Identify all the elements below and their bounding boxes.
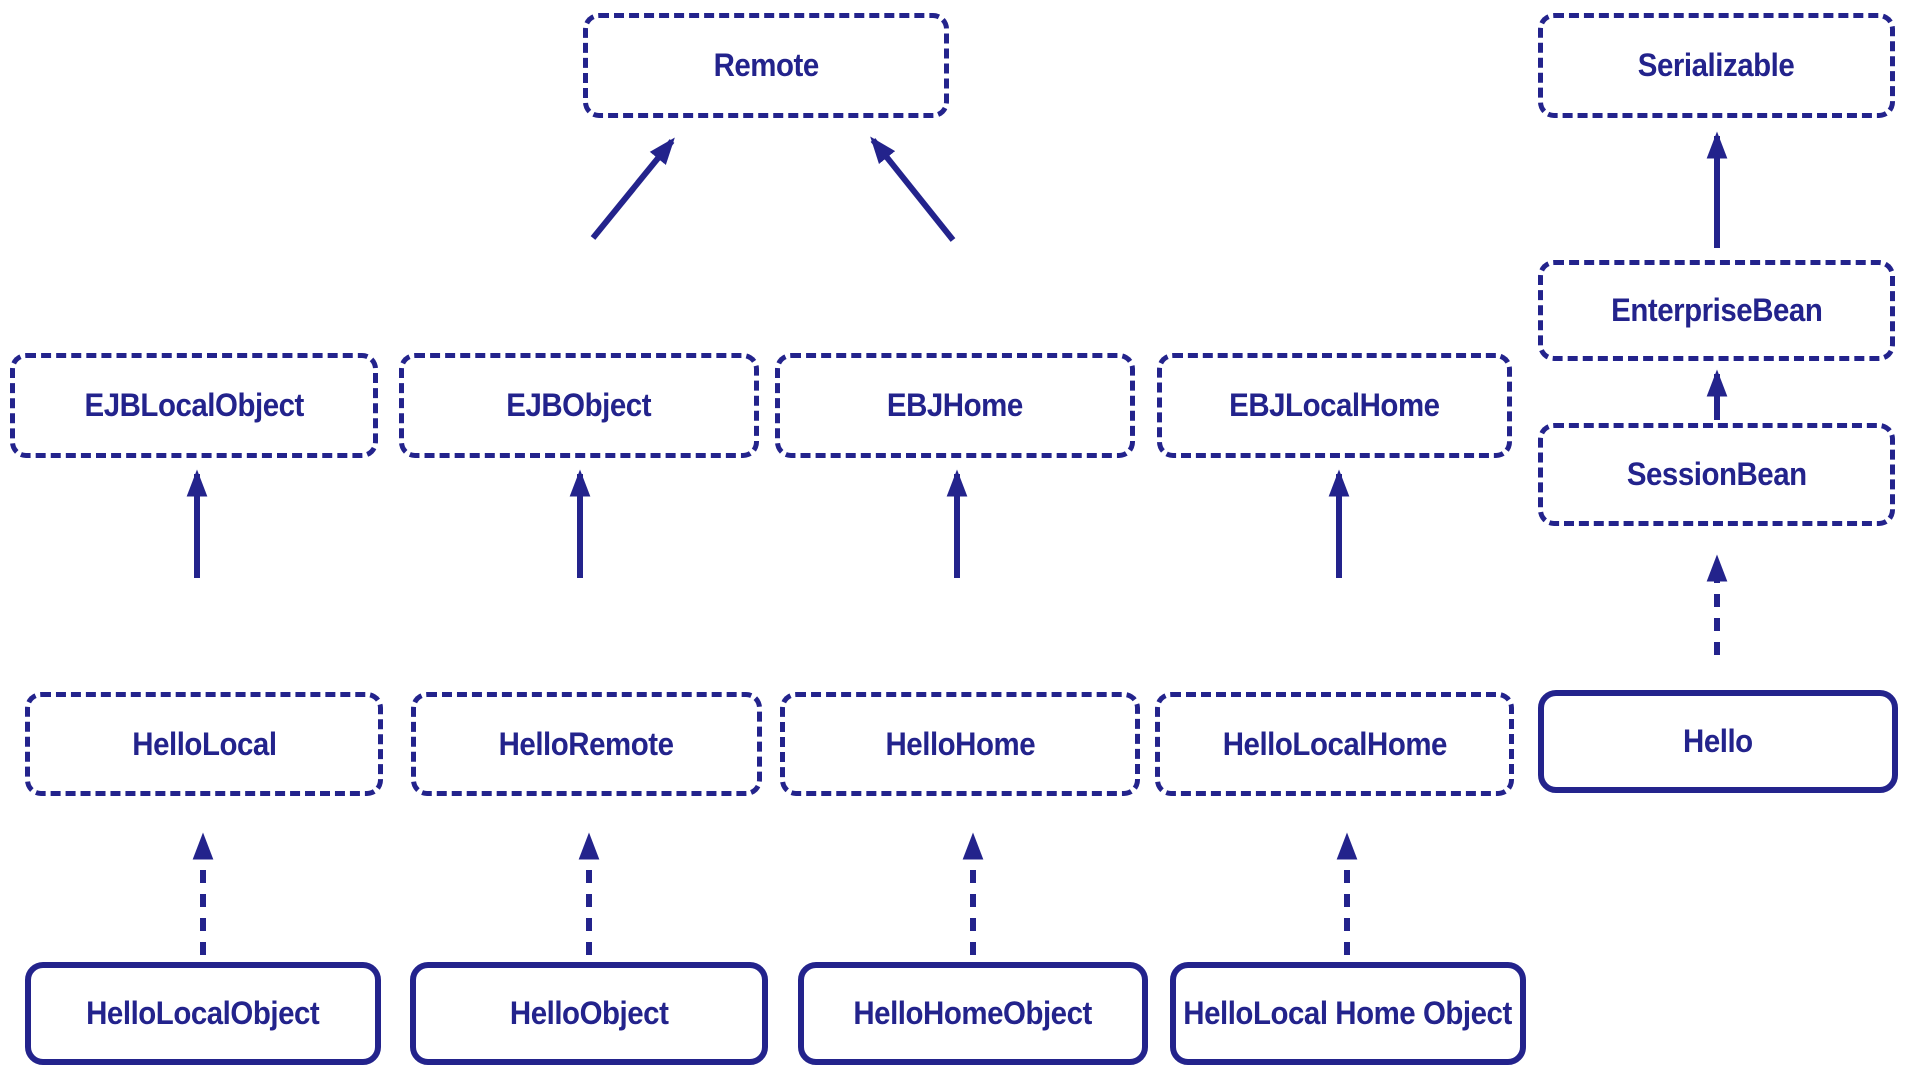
node-serializable: Serializable (1538, 13, 1895, 118)
node-ejbobject-label: EJBObject (506, 387, 652, 423)
node-enterprisebean-label: EnterpriseBean (1610, 292, 1823, 328)
node-hellolocalhomeobject-label: HelloLocal Home Object (1183, 995, 1513, 1031)
node-serializable-label: Serializable (1638, 47, 1795, 83)
node-sessionbean-label: SessionBean (1626, 456, 1807, 492)
node-helloremote: HelloRemote (411, 692, 762, 796)
node-remote-label: Remote (713, 47, 819, 83)
node-hellolocalhome: HelloLocalHome (1155, 692, 1514, 796)
node-helloobject-label: HelloObject (509, 995, 669, 1031)
node-hellohomeobject: HelloHomeObject (798, 962, 1148, 1065)
node-hellolocalhome-label: HelloLocalHome (1222, 725, 1447, 762)
node-hellolocalobject: HelloLocalObject (25, 962, 381, 1065)
node-hellolocal-label: HelloLocal (131, 725, 277, 762)
node-hellohome-label: HelloHome (885, 725, 1035, 762)
node-helloremote-label: HelloRemote (499, 725, 674, 762)
node-hellolocalobject-label: HelloLocalObject (86, 995, 320, 1031)
node-ebjhome: EBJHome (775, 353, 1135, 458)
node-ejbobject: EJBObject (399, 353, 759, 458)
node-helloobject: HelloObject (410, 962, 768, 1065)
node-hello-label: Hello (1683, 723, 1753, 759)
node-ejblocalobject: EJBLocalObject (10, 353, 378, 458)
node-hellohomeobject-label: HelloHomeObject (853, 995, 1093, 1031)
node-hellolocal: HelloLocal (25, 692, 383, 796)
node-sessionbean: SessionBean (1538, 423, 1895, 526)
node-hellohome: HelloHome (780, 692, 1140, 796)
node-ejblocalobject-label: EJBLocalObject (84, 387, 304, 423)
edge-ebjhome-remote (870, 136, 956, 242)
node-ebjhome-label: EBJHome (887, 387, 1023, 423)
node-ebjlocalhome-label: EBJLocalHome (1229, 387, 1440, 423)
edge-ejbobject-remote (590, 137, 675, 240)
node-hellolocalhomeobject: HelloLocal Home Object (1170, 962, 1526, 1065)
node-enterprisebean: EnterpriseBean (1538, 260, 1895, 361)
node-remote: Remote (583, 13, 949, 118)
node-ebjlocalhome: EBJLocalHome (1157, 353, 1512, 458)
node-hello: Hello (1538, 690, 1898, 793)
